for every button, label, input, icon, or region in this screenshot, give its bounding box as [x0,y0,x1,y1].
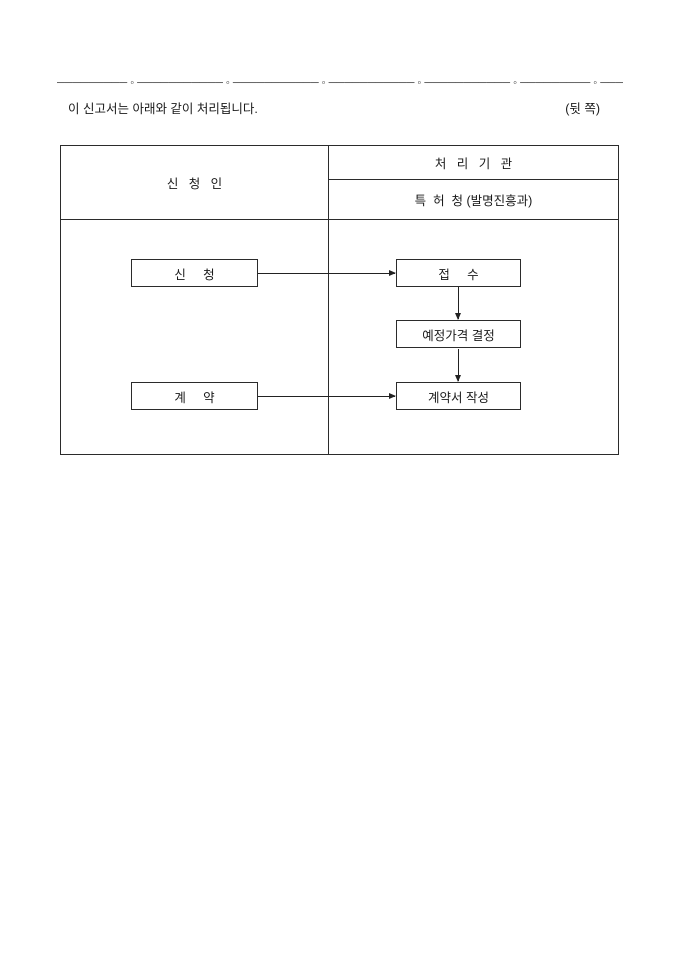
column-divider-line [328,146,329,454]
notice-row: 이 신고서는 아래와 같이 처리됩니다. (뒷 쪽) [68,98,600,117]
arrow-application-to-receipt [258,270,396,276]
contract-draft-box: 계약서 작성 [396,382,521,410]
arrow-receipt-to-price-decision [455,287,461,320]
receipt-box: 접 수 [396,259,521,287]
price-decision-box: 예정가격 결정 [396,320,521,348]
application-box: 신 청 [131,259,258,287]
back-side-label: (뒷 쪽) [565,102,600,116]
contract-box: 계 약 [131,382,258,410]
dashed-separator-line: ───────── ◦ ─────────── ◦ ─────────── ◦ … [57,77,623,89]
process-table: 신 청 인 처 리 기 관 특 허 청 (발명진흥과) 신 청 계 약 접 수 … [60,145,619,455]
processing-notice-text: 이 신고서는 아래와 같이 처리됩니다. [68,102,258,116]
arrow-contract-to-contract-draft [258,393,396,399]
agency-header-divider-line [328,179,618,180]
header-body-divider-line [61,219,618,220]
processing-agency-header-cell: 처 리 기 관 [434,157,513,171]
applicant-header-cell: 신 청 인 [166,177,223,191]
arrow-price-decision-to-contract-draft [455,349,461,382]
patent-office-header-cell: 특 허 청 (발명진흥과) [414,193,533,208]
